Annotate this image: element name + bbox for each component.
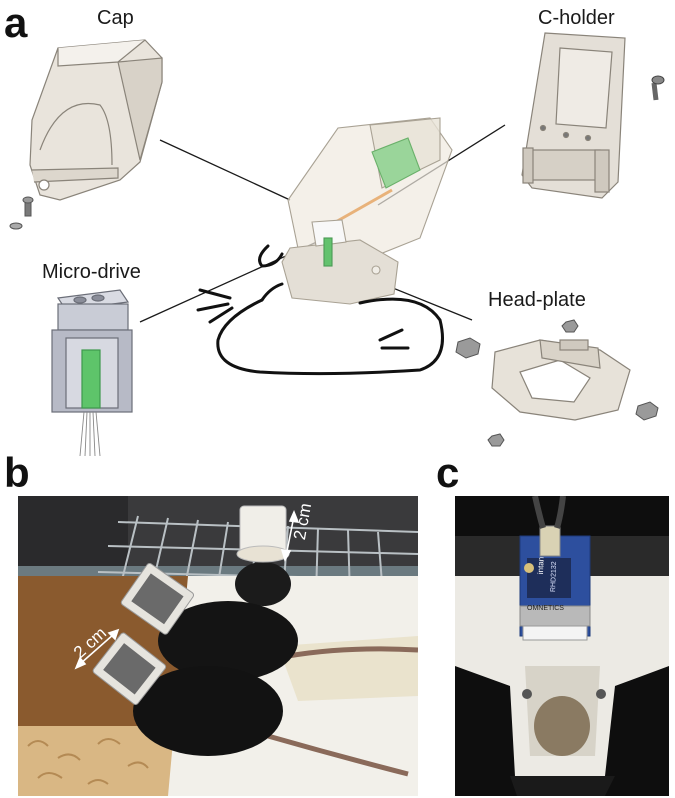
head-plate-nuts	[455, 319, 659, 447]
micro-drive-part	[51, 289, 133, 457]
implant-2	[120, 562, 195, 635]
implant-1	[236, 505, 290, 563]
cap-part	[29, 39, 163, 201]
implant-3	[92, 632, 167, 706]
mouse-2	[158, 601, 298, 681]
head-plate-part	[491, 339, 631, 421]
cap-label: Cap	[97, 7, 134, 29]
c-holder-part	[521, 32, 626, 199]
board-chip-text: RHD2132	[550, 561, 559, 593]
mouse-outline	[196, 244, 444, 376]
photo-c-illustration	[455, 496, 669, 796]
photo-mice-with-implants: 2 cm 2 cm	[18, 496, 418, 796]
board-brand-text: intan	[536, 556, 546, 575]
panel-a-letter: a	[4, 0, 28, 46]
micro-drive-label: Micro-drive	[42, 261, 141, 283]
exploded-diagram	[9, 32, 665, 457]
mouse-3	[133, 666, 283, 756]
photo-b-illustration	[18, 496, 418, 796]
board-connector-text: OMNETICS	[527, 605, 564, 612]
c-holder-screw	[651, 75, 665, 101]
cap-screw	[9, 196, 34, 230]
bedding	[27, 738, 149, 785]
c-holder-label: C-holder	[538, 7, 615, 29]
head-plate-label: Head-plate	[488, 289, 586, 311]
panel-c-letter: c	[436, 449, 460, 496]
mouse-1	[235, 562, 291, 606]
photo-mounted-amplifier-board: intan RHD2132 OMNETICS	[455, 496, 669, 796]
amplifier-board	[519, 525, 591, 641]
scale-arrows	[74, 509, 300, 670]
central-assembly	[281, 117, 453, 305]
panel-b-letter: b	[4, 449, 30, 496]
